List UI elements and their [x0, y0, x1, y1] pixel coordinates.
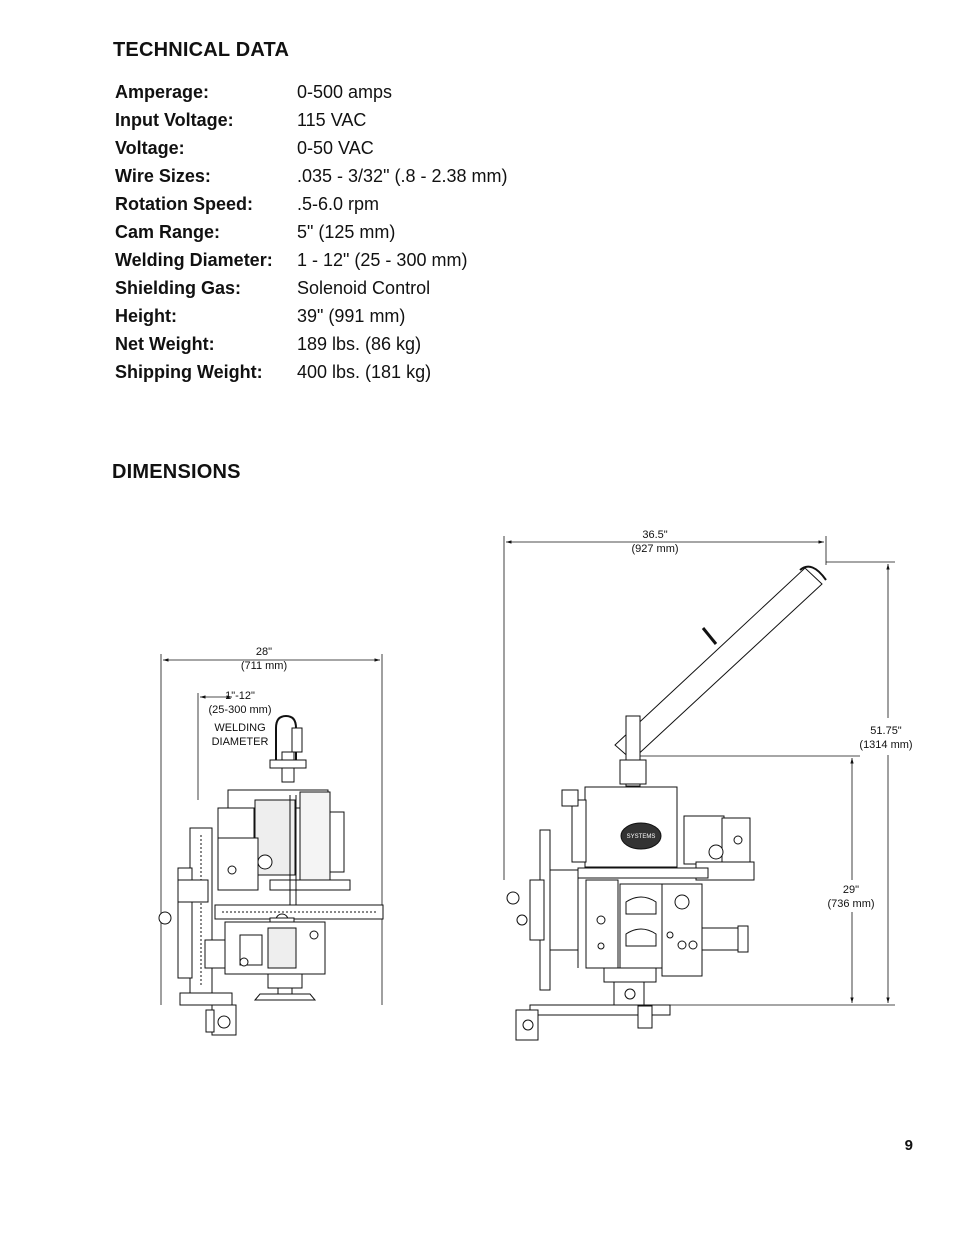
- welding-diameter-mm: (25-300 mm): [209, 704, 272, 716]
- spec-row: Voltage: 0-50 VAC: [115, 134, 507, 162]
- page-number: 9: [904, 1137, 913, 1154]
- spec-label: Cam Range:: [115, 221, 221, 242]
- total-height-inches: 51.75": [870, 725, 902, 737]
- total-height-dimension: [660, 561, 895, 1006]
- base-height-dimension: [640, 755, 860, 1003]
- front-width-inches: 28": [256, 646, 272, 658]
- spec-row: Amperage: 0-500 amps: [115, 78, 507, 106]
- side-width-mm: (927 mm): [631, 543, 678, 555]
- spec-value: 5" (125 mm): [297, 221, 396, 242]
- front-width-mm: (711 mm): [241, 660, 287, 672]
- spec-label: Input Voltage:: [115, 109, 234, 130]
- total-height-mm: (1314 mm): [859, 739, 912, 751]
- side-width-inches: 36.5": [642, 529, 667, 541]
- spec-value: Solenoid Control: [297, 277, 431, 298]
- spec-value: 0-50 VAC: [297, 137, 374, 158]
- spec-value: .5-6.0 rpm: [297, 193, 380, 214]
- spec-value: 0-500 amps: [297, 81, 393, 102]
- side-width-dimension: [503, 536, 827, 880]
- spec-label: Height:: [115, 305, 177, 326]
- spec-label: Amperage:: [115, 81, 210, 102]
- dimensions-heading: DIMENSIONS: [112, 461, 241, 483]
- spec-row: Wire Sizes: .035 - 3/32" (.8 - 2.38 mm): [115, 162, 507, 190]
- spec-label: Welding Diameter:: [115, 249, 273, 270]
- spec-label: Shielding Gas:: [115, 277, 242, 298]
- welding-diameter-dimension: [197, 693, 232, 800]
- spec-label: Wire Sizes:: [115, 165, 211, 186]
- base-height-mm: (736 mm): [827, 898, 874, 910]
- spec-row: Welding Diameter: 1 - 12" (25 - 300 mm): [115, 246, 507, 274]
- spec-row: Net Weight: 189 lbs. (86 kg): [115, 330, 507, 358]
- spec-label: Shipping Weight:: [115, 361, 263, 382]
- spec-label: Voltage:: [115, 137, 185, 158]
- spec-row: Shielding Gas: Solenoid Control: [115, 274, 507, 302]
- spec-row: Rotation Speed: .5-6.0 rpm: [115, 190, 507, 218]
- welding-diameter-inches: 1"-12": [225, 690, 255, 702]
- front-view-machine: [158, 714, 384, 1036]
- welding-diameter-label-2: DIAMETER: [212, 736, 269, 748]
- spec-value: 189 lbs. (86 kg): [297, 333, 422, 354]
- base-height-inches: 29": [843, 884, 859, 896]
- spec-row: Cam Range: 5" (125 mm): [115, 218, 507, 246]
- duc-o-logo: SYSTEMS: [627, 834, 656, 840]
- spec-value: 115 VAC: [297, 109, 367, 130]
- spec-row: Shipping Weight: 400 lbs. (181 kg): [115, 358, 507, 386]
- technical-data-heading: TECHNICAL DATA: [113, 39, 290, 61]
- spec-row: Height: 39" (991 mm): [115, 302, 507, 330]
- spec-value: 39" (991 mm): [297, 305, 406, 326]
- spec-label: Rotation Speed:: [115, 193, 253, 214]
- front-width-dimension: [160, 654, 383, 1005]
- spec-value: 1 - 12" (25 - 300 mm): [297, 249, 468, 270]
- spec-label: Net Weight:: [115, 333, 215, 354]
- spec-value: .035 - 3/32" (.8 - 2.38 mm): [297, 165, 508, 186]
- side-view-machine: SYSTEMS: [506, 565, 827, 1041]
- welding-diameter-label-1: WELDING: [214, 722, 265, 734]
- spec-value: 400 lbs. (181 kg): [297, 361, 432, 382]
- spec-row: Input Voltage: 115 VAC: [115, 106, 507, 134]
